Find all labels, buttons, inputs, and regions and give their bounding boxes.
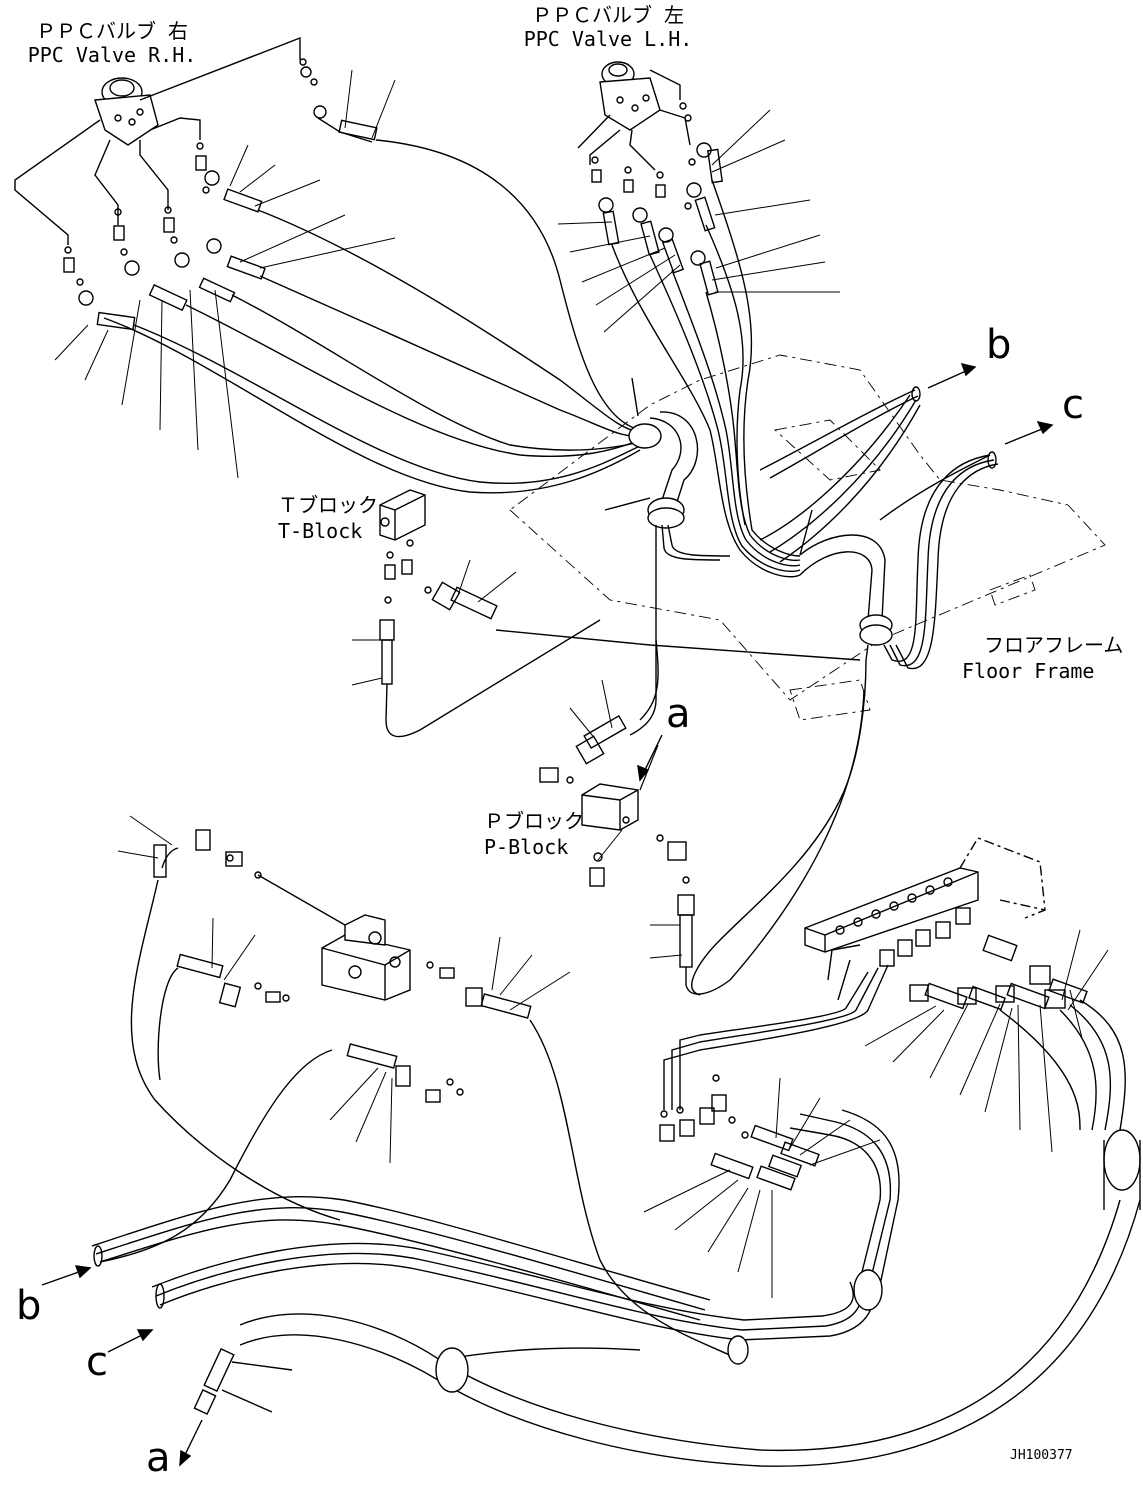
connector-a-top: a [666,691,691,737]
ppc-valve-right-en-label: PPC Valve R.H. [27,43,197,67]
floor-frame-en-label: Floor Frame [962,659,1095,683]
connector-b-bottom: b [16,1283,42,1329]
t-block [379,489,861,738]
leader-lines-p [569,679,683,959]
hoses-right [103,139,641,494]
ppc-valve-left [577,61,691,171]
fittings-right [63,58,378,331]
ppc-valve-left-jp-label: ＰＰＣバルブ 左 [531,3,685,27]
leader-lines-lower [643,929,1109,1298]
p-block [539,639,865,995]
floor-frame [509,354,1106,721]
top-b-c-tubes [93,386,997,1309]
connector-c-bottom: c [86,1339,108,1385]
connector-a-bottom: a [146,1435,171,1481]
connector-b-top: b [986,322,1012,368]
p-block-jp-label: Ｐブロック [484,809,584,833]
ppc-valve-right-jp-label: ＰＰＣバルブ 右 [35,19,189,43]
connector-c-top: c [1062,382,1084,428]
floor-frame-jp-label: フロアフレーム [984,633,1124,657]
leader-lines-t [351,559,517,686]
center-clamp [604,377,731,736]
ppc-valve-right [14,36,301,245]
ppc-valve-left-en-label: PPC Valve L.H. [523,27,693,51]
leader-lines-mid [117,815,571,1164]
fittings-left [591,102,723,296]
drawing-code: JH100377 [1010,1448,1073,1463]
right-elbow [691,394,999,996]
bottom-bundles [91,1109,1141,1467]
hoses-left [611,179,801,578]
manifold [663,837,1126,1131]
valve-block [99,829,741,1361]
t-block-en-label: T-Block [278,519,363,543]
leader-lines-left [557,109,840,333]
p-block-en-label: P-Block [484,835,569,859]
lower-fittings [659,1074,820,1191]
t-block-jp-label: Ｔブロック [278,493,378,517]
connector-arrows [41,363,1054,1467]
